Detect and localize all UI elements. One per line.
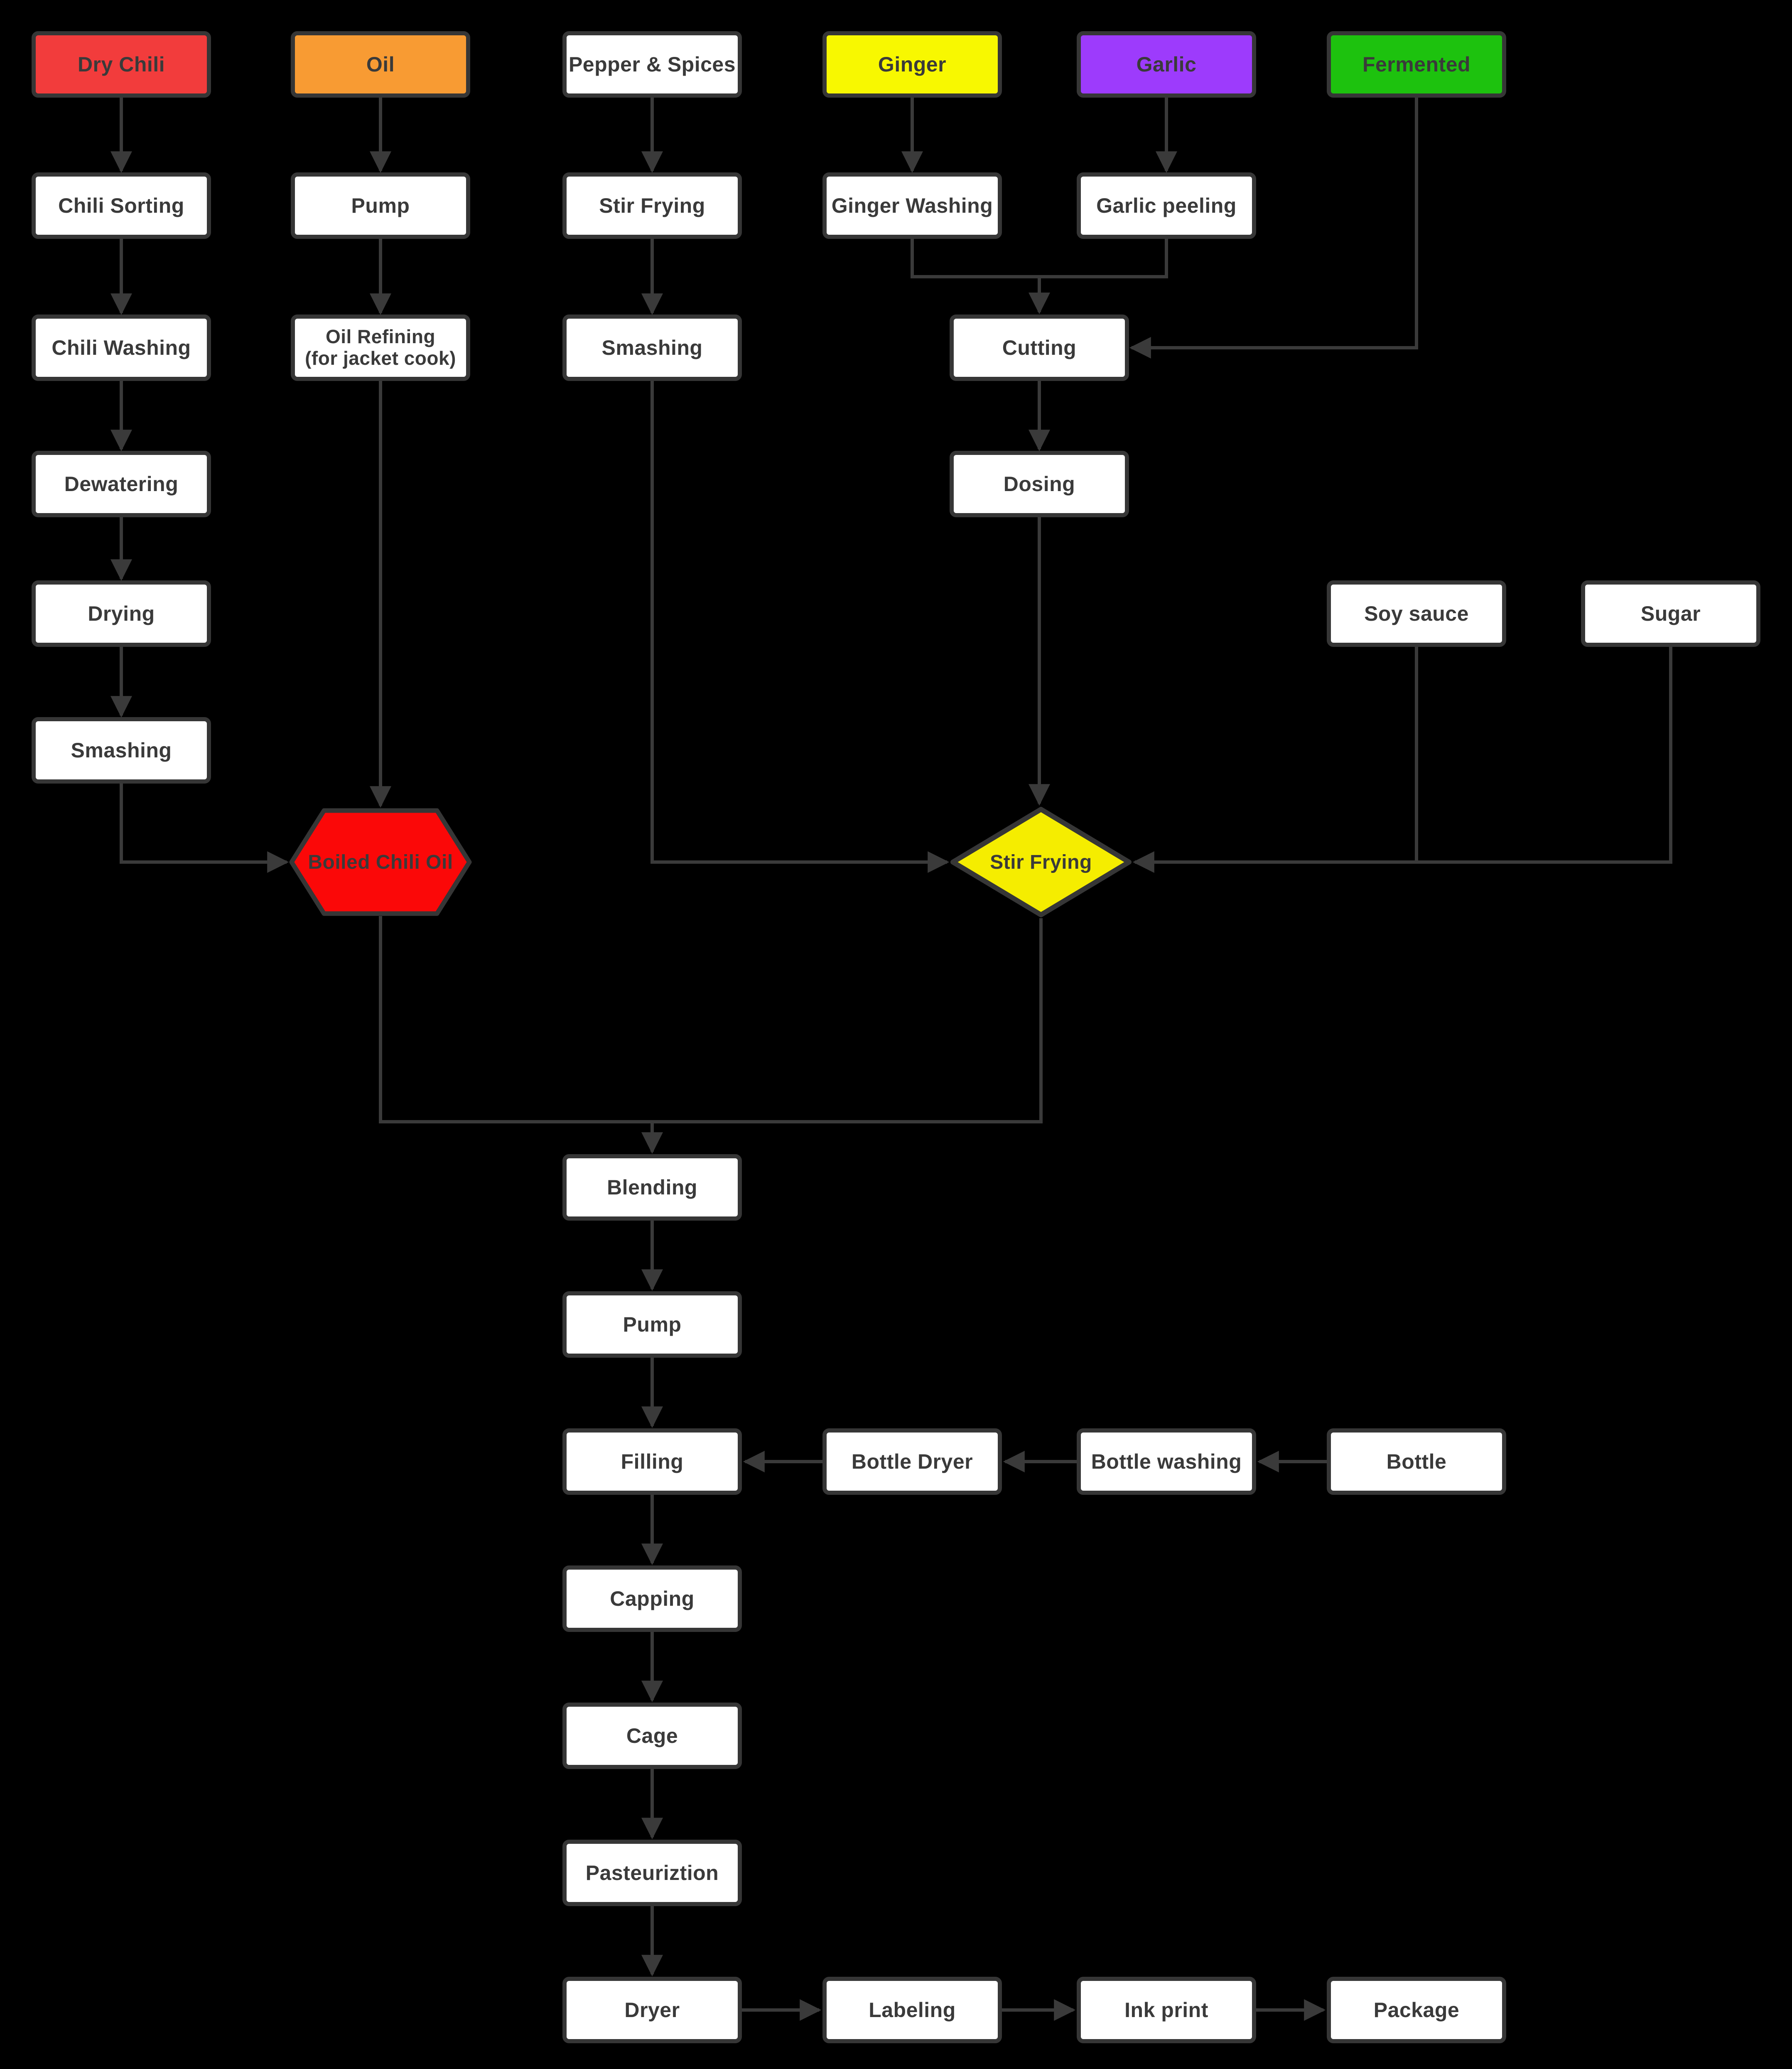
node-ginger-label: Ginger bbox=[878, 53, 947, 76]
node-chili-sorting: Chili Sorting bbox=[32, 172, 211, 239]
node-garlic-peeling-label: Garlic peeling bbox=[1096, 194, 1237, 217]
node-soy-sauce-label: Soy sauce bbox=[1364, 602, 1469, 625]
node-cutting-label: Cutting bbox=[1002, 336, 1077, 359]
node-bottle-washing: Bottle washing bbox=[1077, 1428, 1256, 1495]
node-ginger: Ginger bbox=[822, 31, 1002, 98]
node-dewatering: Dewatering bbox=[32, 451, 211, 517]
node-stir-frying-pepper: Stir Frying bbox=[562, 172, 742, 239]
node-fermented-label: Fermented bbox=[1362, 53, 1471, 76]
node-cage: Cage bbox=[562, 1703, 742, 1769]
node-oil: Oil bbox=[291, 31, 470, 98]
node-filling-label: Filling bbox=[621, 1450, 684, 1473]
node-drying-label: Drying bbox=[88, 602, 155, 625]
node-bottle: Bottle bbox=[1327, 1428, 1506, 1495]
node-fermented: Fermented bbox=[1327, 31, 1506, 98]
node-smashing-chili-label: Smashing bbox=[71, 739, 172, 762]
node-chili-washing-label: Chili Washing bbox=[52, 336, 191, 359]
node-labeling-label: Labeling bbox=[869, 1998, 956, 2022]
node-garlic-peeling: Garlic peeling bbox=[1077, 172, 1256, 239]
node-package-label: Package bbox=[1373, 1998, 1460, 2022]
node-stir-frying-main-label: Stir Frying bbox=[990, 851, 1092, 873]
node-dewatering-label: Dewatering bbox=[64, 472, 179, 496]
node-capping-label: Capping bbox=[610, 1587, 695, 1610]
node-cage-label: Cage bbox=[626, 1724, 678, 1747]
node-pump-main: Pump bbox=[562, 1291, 742, 1358]
node-garlic-label: Garlic bbox=[1136, 53, 1197, 76]
hexagon-shape-icon bbox=[289, 808, 472, 916]
node-pepper-spices: Pepper & Spices bbox=[562, 31, 742, 98]
node-dosing-label: Dosing bbox=[1003, 472, 1075, 496]
node-pump-oil: Pump bbox=[291, 172, 470, 239]
node-bottle-dryer-label: Bottle Dryer bbox=[851, 1450, 973, 1473]
node-oil-label: Oil bbox=[366, 53, 395, 76]
node-dosing: Dosing bbox=[950, 451, 1129, 517]
node-chili-sorting-label: Chili Sorting bbox=[58, 194, 184, 217]
node-sugar: Sugar bbox=[1581, 580, 1760, 647]
node-stir-frying-main: Stir Frying bbox=[950, 806, 1132, 918]
diamond-shape-icon bbox=[950, 807, 1132, 917]
node-ginger-washing: Ginger Washing bbox=[822, 172, 1002, 239]
node-bottle-label: Bottle bbox=[1386, 1450, 1447, 1473]
node-pump-main-label: Pump bbox=[623, 1313, 682, 1336]
node-pepper-spices-label: Pepper & Spices bbox=[568, 53, 736, 76]
node-oil-refining-label: Oil Refining (for jacket cook) bbox=[305, 326, 456, 369]
node-garlic: Garlic bbox=[1077, 31, 1256, 98]
node-smashing-chili: Smashing bbox=[32, 717, 211, 784]
node-ink-print-label: Ink print bbox=[1124, 1998, 1208, 2022]
node-blending: Blending bbox=[562, 1154, 742, 1221]
node-boiled-chili-oil-label: Boiled Chili Oil bbox=[308, 851, 453, 873]
node-blending-label: Blending bbox=[607, 1176, 697, 1199]
node-pump-oil-label: Pump bbox=[351, 194, 410, 217]
node-ink-print: Ink print bbox=[1077, 1977, 1256, 2043]
node-dryer: Dryer bbox=[562, 1977, 742, 2043]
node-bottle-dryer: Bottle Dryer bbox=[822, 1428, 1002, 1495]
node-ginger-washing-label: Ginger Washing bbox=[831, 194, 993, 217]
node-dry-chili: Dry Chili bbox=[32, 31, 211, 98]
node-pasteuriztion-label: Pasteuriztion bbox=[585, 1861, 719, 1885]
node-bottle-washing-label: Bottle washing bbox=[1091, 1450, 1242, 1473]
node-oil-refining: Oil Refining (for jacket cook) bbox=[291, 315, 470, 381]
node-smashing-pepper: Smashing bbox=[562, 315, 742, 381]
node-soy-sauce: Soy sauce bbox=[1327, 580, 1506, 647]
node-dry-chili-label: Dry Chili bbox=[77, 53, 165, 76]
node-smashing-pepper-label: Smashing bbox=[601, 336, 703, 359]
node-package: Package bbox=[1327, 1977, 1506, 2043]
node-chili-washing: Chili Washing bbox=[32, 315, 211, 381]
node-labeling: Labeling bbox=[822, 1977, 1002, 2043]
node-drying: Drying bbox=[32, 580, 211, 647]
node-cutting: Cutting bbox=[950, 315, 1129, 381]
node-capping: Capping bbox=[562, 1565, 742, 1632]
node-boiled-chili-oil: Boiled Chili Oil bbox=[289, 808, 472, 916]
node-filling: Filling bbox=[562, 1428, 742, 1495]
node-sugar-label: Sugar bbox=[1640, 602, 1701, 625]
node-stir-frying-pepper-label: Stir Frying bbox=[599, 194, 705, 217]
node-dryer-label: Dryer bbox=[624, 1998, 680, 2022]
node-pasteuriztion: Pasteuriztion bbox=[562, 1840, 742, 1906]
